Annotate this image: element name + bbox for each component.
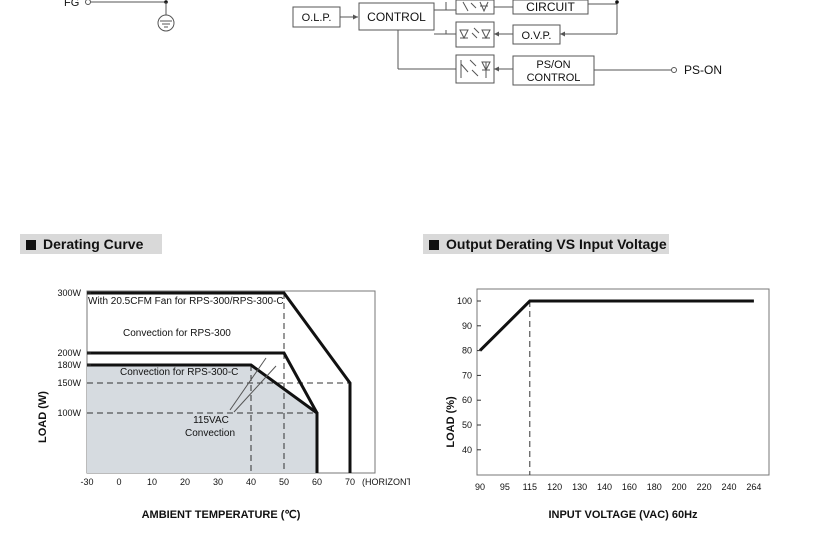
- y-tick-label: 70: [462, 370, 472, 380]
- x-tick-label: 70: [345, 477, 355, 487]
- pson-box-line2: CONTROL: [527, 72, 581, 84]
- x-tick-label: 20: [180, 477, 190, 487]
- ovp-label: O.V.P.: [522, 30, 552, 42]
- x-tick-label: 10: [147, 477, 157, 487]
- earth-ground-icon: [157, 14, 175, 32]
- pson-terminal-circle: [671, 67, 677, 73]
- x-note: (HORIZONTAL): [362, 477, 410, 487]
- block-diagram: FG O.L.P. CONTROL CIRCUIT: [64, 0, 722, 86]
- y-tick-label: 80: [462, 346, 472, 356]
- y-tick-label: 100W: [57, 408, 81, 418]
- y-tick-label: 40: [462, 445, 472, 455]
- y-axis-label: LOAD (W): [37, 391, 49, 443]
- pson-box-line1: PS/ON: [536, 59, 570, 71]
- x-tick-label: 220: [697, 482, 712, 492]
- circuit-box: [512, 0, 589, 15]
- pson-control-box: [512, 55, 595, 86]
- y-tick-label: 300W: [57, 288, 81, 298]
- opto-coupler-icon: [455, 54, 495, 84]
- x-tick-label: 115: [523, 482, 537, 492]
- x-tick-label: 60: [312, 477, 322, 487]
- x-tick-label: 140: [597, 482, 612, 492]
- opto-coupler-icon: [455, 0, 495, 15]
- load-curve-line: [478, 299, 754, 352]
- derating-curve-heading: Derating Curve: [20, 234, 162, 254]
- control-box: [358, 2, 435, 31]
- shaded-area: [87, 365, 317, 473]
- y-tick-label: 180W: [57, 360, 81, 370]
- y-tick-label: 50: [462, 420, 472, 430]
- derating-curve-chart: -30 0 10 20 30 40 50 60 70 300W 200W 180W 150W 100W W…: [37, 288, 410, 521]
- output-derating-voltage-chart: 90 95 115 120 130 140 160 180 200 220 240 264 100 90 8…: [445, 288, 770, 521]
- x-tick-label: 95: [500, 482, 510, 492]
- x-tick-label: 200: [672, 482, 687, 492]
- x-tick-label: 30: [213, 477, 223, 487]
- y-tick-label: 200W: [57, 348, 81, 358]
- circuit-label: CIRCUIT: [526, 0, 575, 14]
- x-tick-label: 130: [572, 482, 587, 492]
- conv300-annotation: Convection for RPS-300: [123, 328, 231, 339]
- x-tick-label: 90: [475, 482, 485, 492]
- fan-annotation: With 20.5CFM Fan for RPS-300/RPS-300-C: [88, 296, 284, 307]
- x-tick-label: 120: [547, 482, 562, 492]
- x-axis-label: AMBIENT TEMPERATURE (℃): [142, 509, 301, 521]
- y-tick-label: 150W: [57, 378, 81, 388]
- opto-coupler-icon: [455, 21, 495, 48]
- output-derating-heading: Output Derating VS Input Voltage: [423, 234, 669, 254]
- square-bullet-icon: [429, 240, 439, 250]
- output-derating-title: Output Derating VS Input Voltage: [446, 236, 667, 252]
- x-tick-label: 40: [246, 477, 256, 487]
- vac115-convection-line: [87, 364, 318, 414]
- fg-terminal: [85, 0, 91, 5]
- y-tick-label: 60: [462, 395, 472, 405]
- annotation-leader: [229, 357, 267, 411]
- conv300c-annotation: Convection for RPS-300-C: [120, 367, 238, 378]
- fan-curve-line: [87, 291, 352, 473]
- vac-annotation-line1: 115VAC: [193, 415, 229, 426]
- x-tick-label: 180: [647, 482, 662, 492]
- x-tick-label: 0: [116, 477, 121, 487]
- fg-label: FG: [64, 0, 79, 9]
- vac-annotation-line2: Convection: [185, 428, 235, 439]
- annotation-leader: [233, 365, 277, 413]
- y-axis-label: LOAD (%): [445, 396, 457, 448]
- derating-curve-title: Derating Curve: [43, 236, 144, 252]
- x-axis-label: INPUT VOLTAGE (VAC) 60Hz: [548, 509, 698, 521]
- x-tick-label: 50: [279, 477, 289, 487]
- square-bullet-icon: [26, 240, 36, 250]
- control-label: CONTROL: [367, 10, 426, 24]
- plot-frame: [476, 288, 770, 476]
- x-tick-label: 264: [746, 482, 761, 492]
- x-tick-label: 240: [721, 482, 736, 492]
- olp-label: O.L.P.: [302, 12, 332, 24]
- x-tick-label: 160: [622, 482, 637, 492]
- x-tick-label: -30: [80, 477, 93, 487]
- pson-terminal-label: PS-ON: [684, 63, 722, 77]
- y-tick-label: 100: [457, 296, 472, 306]
- y-tick-label: 90: [462, 321, 472, 331]
